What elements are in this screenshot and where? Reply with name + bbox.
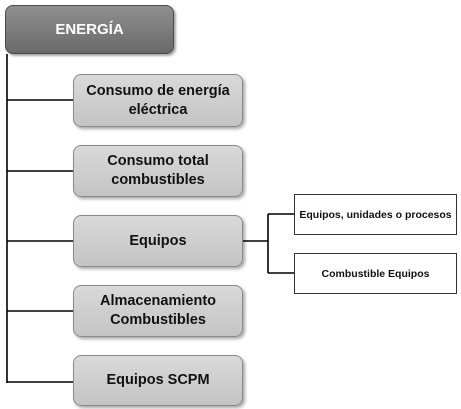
node-equipos-scpm: Equipos SCPM — [73, 355, 243, 406]
node-label: Equipos, unidades o procesos — [299, 208, 452, 221]
node-label: Combustible Equipos — [321, 267, 430, 280]
node-almacenamiento-combustibles: Almacenamiento Combustibles — [73, 285, 243, 337]
node-label: Consumo de energía eléctrica — [86, 82, 230, 118]
node-label: Almacenamiento Combustibles — [99, 293, 217, 328]
node-consumo-energia-electrica: Consumo de energía eléctrica — [73, 74, 243, 127]
node-equipos: Equipos — [73, 215, 243, 267]
root-node-energia: ENERGÍA — [5, 5, 174, 54]
node-consumo-total-combustibles: Consumo total combustibles — [73, 145, 243, 197]
node-label: Consumo total combustibles — [107, 153, 209, 188]
node-label: Equipos — [129, 232, 187, 249]
node-combustible-equipos: Combustible Equipos — [294, 253, 457, 294]
node-equipos-unidades-procesos: Equipos, unidades o procesos — [294, 194, 457, 235]
node-label: Equipos SCPM — [106, 372, 210, 388]
root-node-label: ENERGÍA — [55, 21, 124, 38]
